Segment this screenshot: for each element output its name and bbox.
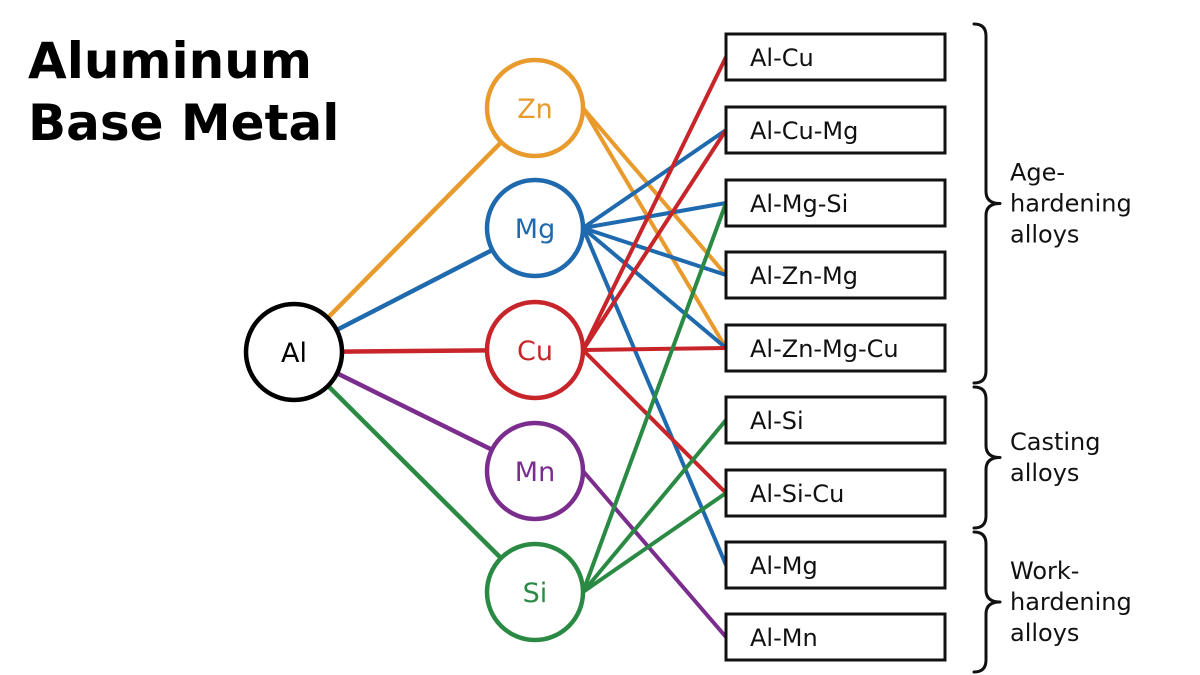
node-si-label: Si (523, 578, 548, 609)
alloy-box-al-si-cu: Al-Si-Cu (724, 468, 947, 518)
alloy-box-frame (724, 323, 947, 373)
alloy-label: Al-Zn-Mg-Cu (750, 335, 899, 363)
node-mg-label: Mg (515, 214, 555, 245)
edge-si-al-si-cu (581, 491, 728, 594)
group-work-hardening-alloys: Work-hardening alloys (972, 530, 1132, 674)
group-label-line: Age- (1010, 159, 1065, 187)
node-mn-label: Mn (515, 457, 555, 488)
alloy-box-al-mn: Al-Mn (724, 612, 947, 662)
alloy-label: Al-Si-Cu (750, 480, 844, 508)
alloy-label: Al-Mg (750, 552, 818, 580)
alloy-label: Al-Zn-Mg (750, 262, 858, 290)
edge-al-si (325, 383, 504, 561)
alloy-box-frame (724, 612, 947, 662)
group-label-line: hardening (1010, 588, 1132, 616)
edge-al-cu (339, 348, 490, 354)
alloy-box-frame (724, 178, 947, 228)
edge-al-mg (334, 247, 495, 333)
group-label-line: hardening (1010, 190, 1132, 218)
node-cu-label: Cu (517, 336, 553, 367)
alloy-box-al-zn-mg: Al-Zn-Mg (724, 250, 947, 300)
group-label-line: alloys (1010, 619, 1079, 647)
alloy-box-al-cu-mg: Al-Cu-Mg (724, 105, 947, 155)
alloy-box-al-cu: Al-Cu (724, 32, 947, 82)
edge-cu-al-cu-mg (581, 128, 728, 352)
group-label-line: Work- (1010, 557, 1079, 585)
edge-cu-al-si-cu (581, 348, 728, 495)
alloy-box-frame (724, 105, 947, 155)
edge-cu-al-zn-mg-cu (581, 346, 728, 352)
alloy-box-al-mg-si: Al-Mg-Si (724, 178, 947, 228)
title-line-2: Base Metal (28, 94, 340, 152)
alloy-box-frame (724, 395, 947, 445)
alloy-label: Al-Cu (750, 44, 814, 72)
edge-mg-al-cu-mg (581, 128, 728, 230)
edge-mg-al-mg-si (581, 201, 728, 230)
alloy-box-frame (724, 468, 947, 518)
alloy-box-al-zn-mg-cu: Al-Zn-Mg-Cu (724, 323, 947, 373)
node-mg-circle (484, 177, 586, 279)
node-si-circle (484, 541, 586, 643)
node-al-label: Al (281, 338, 307, 369)
edge-al-mn (334, 371, 495, 452)
alloy-box-al-mg: Al-Mg (724, 540, 947, 590)
title-line-1: Aluminum (28, 32, 312, 90)
node-al-circle (243, 301, 345, 403)
node-mn-circle (484, 420, 586, 522)
edges-layer (325, 55, 728, 639)
groups-layer: Age-hardeningalloysCastingalloysWork-har… (972, 22, 1132, 674)
group-brace (972, 530, 1002, 674)
edge-mn-al-mn (581, 469, 728, 639)
group-casting-alloys: Casting alloys (972, 385, 1101, 530)
node-cu-circle (484, 299, 586, 401)
edge-cu-al-cu (581, 55, 728, 352)
alloy-label: Al-Cu-Mg (750, 117, 858, 145)
group-age-hardening-alloys: Age-hardening alloys (972, 22, 1132, 385)
alloy-label: Al-Mn (750, 624, 818, 652)
edge-si-al-si (581, 418, 728, 594)
page-title: Aluminum Base Metal (28, 30, 339, 154)
group-brace (972, 385, 1002, 530)
edge-mg-al-zn-mg-cu (581, 226, 728, 350)
group-label-line: alloys (1010, 459, 1079, 487)
alloy-label: Al-Mg-Si (750, 190, 848, 218)
edge-al-zn (325, 139, 504, 321)
alloy-box-frame (724, 32, 947, 82)
alloy-box-frame (724, 540, 947, 590)
alloy-box-al-si: Al-Si (724, 395, 947, 445)
node-zn-label: Zn (517, 94, 553, 125)
alloy-box-frame (724, 250, 947, 300)
group-label-line: alloys (1010, 221, 1079, 249)
node-zn-circle (484, 57, 586, 159)
group-brace (972, 22, 1002, 385)
edge-si-al-mg-si (581, 201, 728, 594)
edge-zn-al-zn-mg-cu (581, 106, 728, 350)
edge-zn-al-zn-mg (581, 106, 728, 277)
alloy-label: Al-Si (750, 407, 804, 435)
group-label-line: Casting (1010, 428, 1101, 456)
alloy-boxes-layer: Al-CuAl-Cu-MgAl-Mg-SiAl-Zn-MgAl-Zn-Mg-Cu… (724, 32, 947, 662)
